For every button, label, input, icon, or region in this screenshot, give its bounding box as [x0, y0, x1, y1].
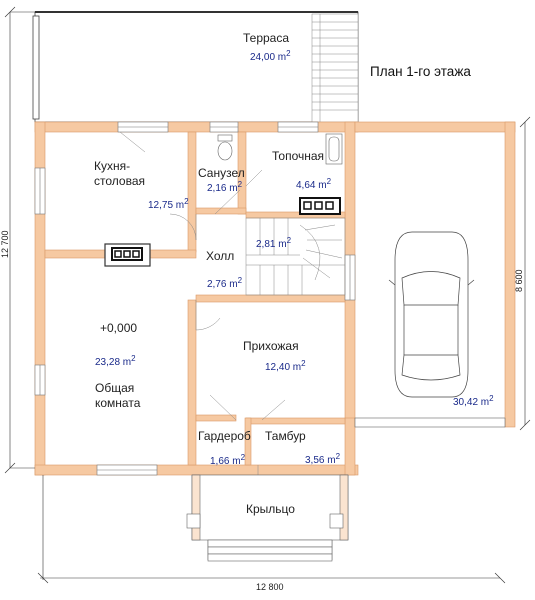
terrace	[32, 11, 359, 123]
staircase	[245, 217, 346, 296]
boiler-area: 4,64 m2	[296, 177, 332, 191]
toilet-icon	[217, 134, 233, 161]
wardrobe-name: Гардероб	[198, 429, 251, 443]
kitchen-name-line1: Кухня-	[94, 159, 130, 173]
wc-name: Санузел	[198, 166, 245, 180]
porch	[186, 474, 349, 562]
hall-name: Холл	[206, 249, 234, 263]
vestibule-area: 3,56 m2	[305, 452, 341, 466]
dim-right: 8 600	[514, 269, 524, 292]
car-icon	[388, 231, 475, 398]
windows	[34, 121, 356, 476]
dim-bottom: 12 800	[256, 582, 284, 592]
porch-name: Крыльцо	[246, 502, 295, 516]
living-area: 23,28 m2	[95, 354, 136, 368]
kitchen-name-line2: столовая	[94, 174, 145, 188]
entrance-name: Прихожая	[243, 339, 299, 353]
stove-kitchen-icon	[104, 243, 151, 267]
wc-area: 2,16 m2	[207, 180, 243, 194]
dim-left: 12 700	[0, 230, 10, 258]
living-name-line1: Общая	[95, 381, 134, 395]
level-mark: +0,000	[100, 321, 137, 335]
garage	[354, 231, 506, 428]
vestibule-name: Тамбур	[265, 429, 306, 443]
boiler-name: Топочная	[272, 149, 324, 163]
kitchen-area: 12,75 m2	[148, 197, 189, 211]
garage-area: 30,42 m2	[453, 394, 494, 408]
stair-area: 2,81 m2	[256, 236, 292, 250]
entrance-area: 12,40 m2	[265, 359, 306, 373]
living-name-line2: комната	[95, 396, 141, 410]
terrace-area: 24,00 m2	[250, 49, 291, 63]
plan-title: План 1-го этажа	[370, 64, 471, 79]
bathtub-icon	[325, 133, 343, 165]
hall-area: 2,76 m2	[207, 276, 243, 290]
terrace-name: Терраса	[243, 31, 289, 45]
dimension-lines	[4, 6, 531, 584]
stove-boiler-icon	[299, 197, 341, 215]
wardrobe-area: 1,66 m2	[210, 453, 246, 467]
